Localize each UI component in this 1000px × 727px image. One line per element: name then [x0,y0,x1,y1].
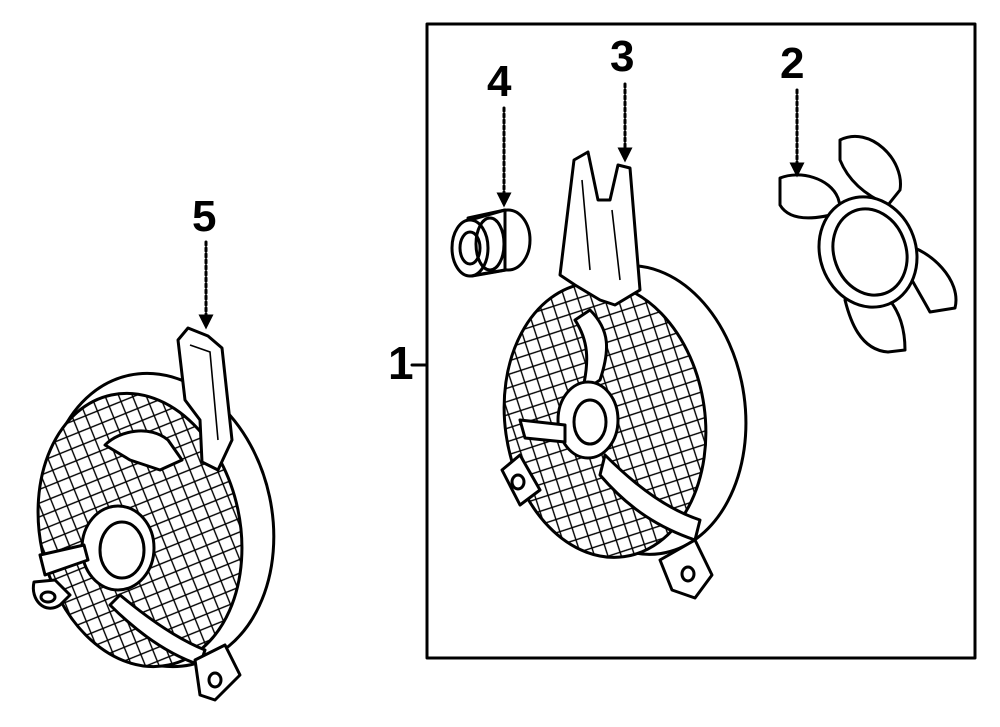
fan-shroud-assembly-left [31,326,276,702]
callout-2: 2 [780,39,805,88]
fan-blade [778,134,958,354]
callout-3: 3 [610,32,635,81]
motor-bushing [450,208,532,278]
assembly-box [410,22,977,660]
fan-shroud-right [500,150,748,600]
callout-5: 5 [192,192,217,241]
callout-1: 1 [388,337,414,389]
leader-lines [198,82,805,330]
callout-4: 4 [487,57,512,106]
